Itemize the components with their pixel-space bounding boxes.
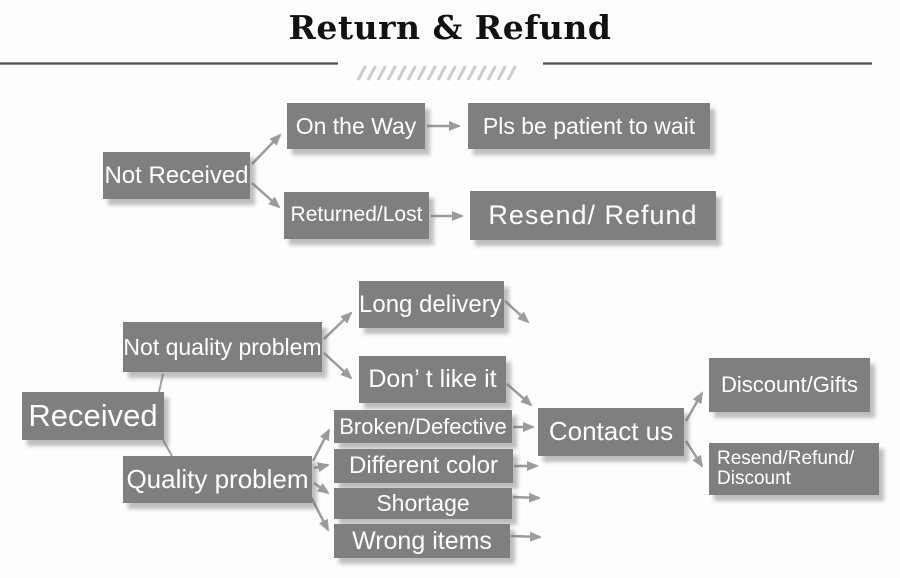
node-quality-problem: Quality problem (123, 456, 312, 503)
node-dont-like-it: Don’ t like it (359, 356, 506, 403)
node-wrong-items: Wrong items (334, 524, 510, 558)
node-different-color: Different color (334, 449, 513, 483)
node-contact-us: Contact us (538, 408, 684, 456)
node-returned-lost: Returned/Lost (284, 192, 429, 239)
node-shortage: Shortage (334, 488, 512, 519)
node-received: Received (22, 392, 164, 440)
node-broken-defective: Broken/Defective (334, 410, 512, 443)
node-not-received: Not Received (103, 152, 250, 199)
node-not-quality-problem: Not quality problem (123, 322, 322, 372)
page-title: Return & Refund (288, 8, 612, 47)
node-long-delivery: Long delivery (359, 281, 504, 328)
node-resend-refund: Resend/ Refund (470, 191, 716, 240)
node-on-the-way: On the Way (287, 103, 425, 149)
node-pls-be-patient: Pls be patient to wait (468, 103, 710, 149)
hatch-decoration (356, 65, 517, 81)
node-resend-refund-discount: Resend/Refund/ Discount (709, 443, 879, 495)
node-discount-gifts: Discount/Gifts (709, 358, 870, 412)
